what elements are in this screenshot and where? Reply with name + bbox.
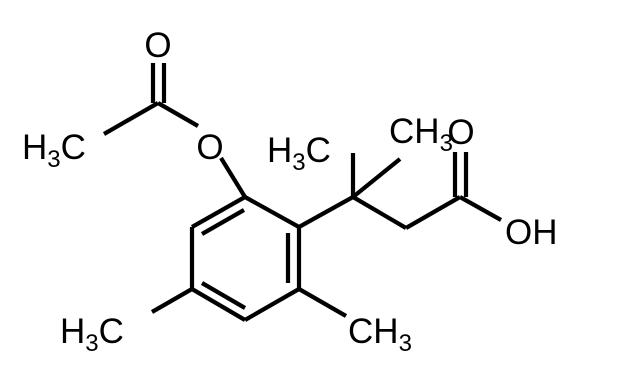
bond-ring-inner-1 [200, 208, 246, 236]
bond-ring-c6-c1 [243, 195, 301, 229]
bond-ring-methyl-left [150, 287, 194, 314]
bond-ring-c4-c5 [243, 287, 301, 322]
bond-quaternary-methyl-b [351, 157, 402, 199]
bond-ring-quaternary [297, 195, 355, 229]
atom-o-carbonyl: O [144, 26, 171, 65]
bond-acetyl-ester-o [156, 101, 200, 128]
atom-o-acid: O [447, 113, 474, 152]
atom-methyl-gem-right-sub: 3 [440, 130, 453, 157]
bond-ring-methyl-right [297, 287, 348, 318]
bond-acetyl-methyl [102, 101, 160, 136]
bond-ring-inner-2 [200, 281, 247, 310]
atom-methyl-ring-right-sub: 3 [399, 330, 412, 357]
atom-methyl-gem-left-c: C [306, 131, 331, 170]
bond-ch2-acid-carbon [404, 195, 462, 230]
atom-labels: O H3C O H3C CH3 O OH H3C CH3 [22, 26, 558, 357]
atom-methyl-gem-right-ch: CH [389, 112, 440, 151]
atom-methyl-acetyl: H3C [22, 128, 86, 173]
atom-methyl-gem-left: H3C [267, 131, 331, 176]
bond-acid-oh [458, 195, 503, 222]
bond-ring-c3-c4 [190, 287, 247, 322]
atom-methyl-gem-right: CH3 [389, 112, 453, 157]
atom-methyl-ring-left-sub: 3 [85, 330, 98, 357]
atom-oh-acid: OH [505, 213, 558, 252]
atom-methyl-ring-left-c: C [99, 312, 124, 351]
atom-o-ester: O [196, 128, 223, 167]
bond-quaternary-ch2 [351, 195, 408, 230]
atom-methyl-ring-left: H3C [60, 312, 124, 357]
atom-methyl-ring-left-h: H [60, 312, 85, 351]
atom-methyl-gem-left-h: H [267, 131, 292, 170]
atom-methyl-gem-left-sub: 3 [292, 149, 305, 176]
atom-methyl-ring-right: CH3 [348, 312, 412, 357]
atom-methyl-acetyl-sub: 3 [47, 146, 60, 173]
atom-methyl-acetyl-h: H [22, 128, 47, 167]
bond-ring-c1-c2 [190, 195, 247, 229]
bonds [102, 63, 503, 322]
atom-methyl-acetyl-c: C [61, 128, 86, 167]
bond-ester-o-ring [219, 156, 247, 199]
atom-methyl-ring-right-ch: CH [348, 312, 399, 351]
